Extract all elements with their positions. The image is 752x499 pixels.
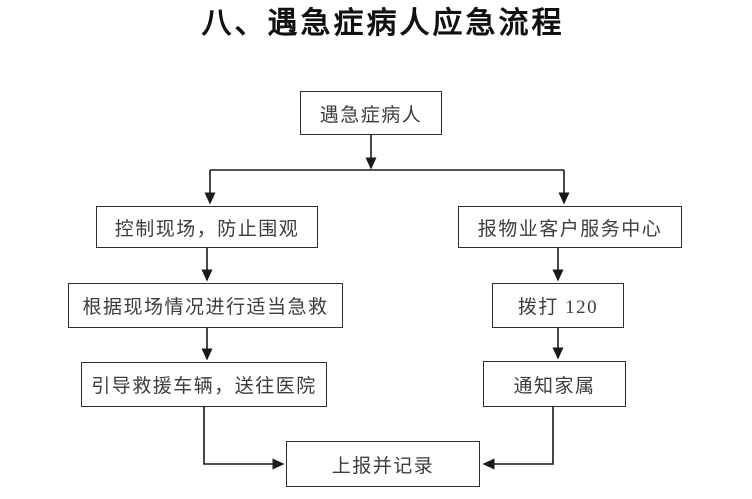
node-first-aid: 根据现场情况进行适当急救 bbox=[68, 283, 343, 328]
node-report-record: 上报并记录 bbox=[286, 441, 480, 487]
node-start: 遇急症病人 bbox=[300, 91, 442, 135]
node-start-label: 遇急症病人 bbox=[319, 104, 423, 126]
node-guide-rescue: 引导救援车辆，送往医院 bbox=[81, 362, 327, 407]
node-notify-family-label: 通知家属 bbox=[513, 375, 596, 397]
node-report-service-center: 报物业客户服务中心 bbox=[458, 206, 682, 248]
node-notify-family: 通知家属 bbox=[483, 361, 626, 407]
page-title: 八、遇急症病人应急流程 bbox=[201, 7, 565, 40]
node-control-scene: 控制现场，防止围观 bbox=[96, 206, 318, 248]
node-report-record-label: 上报并记录 bbox=[331, 455, 435, 477]
edge-family-to-record bbox=[482, 407, 554, 470]
node-first-aid-label: 根据现场情况进行适当急救 bbox=[82, 297, 329, 318]
node-call-120-label: 拨打 120 bbox=[517, 297, 599, 318]
edge-guide-to-record bbox=[203, 407, 285, 470]
node-call-120: 拨打 120 bbox=[492, 283, 624, 328]
node-guide-rescue-label: 引导救援车辆，送往医院 bbox=[91, 376, 317, 397]
node-report-service-center-label: 报物业客户服务中心 bbox=[477, 218, 663, 240]
node-control-scene-label: 控制现场，防止围观 bbox=[114, 218, 300, 240]
